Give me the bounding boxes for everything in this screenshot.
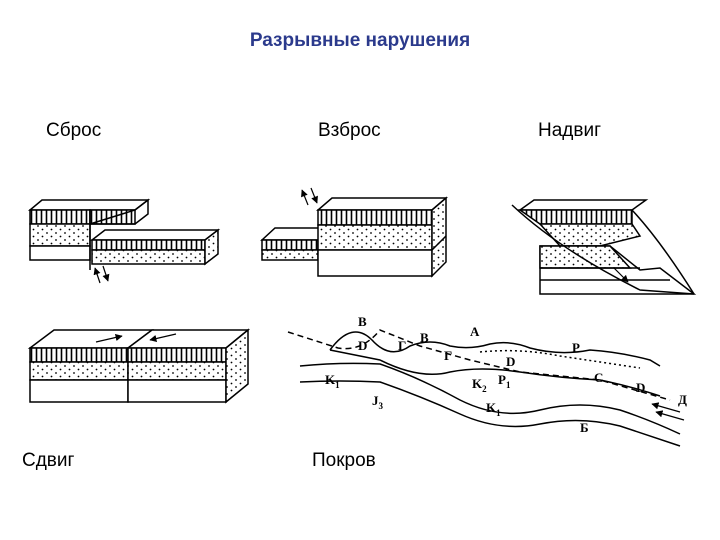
label-sbros: Сброс (46, 120, 102, 141)
diagram-nadvig (511, 199, 697, 295)
letter-d3: D (636, 380, 645, 395)
diagram-vzbros (260, 187, 449, 278)
diagram-sbros (27, 198, 221, 284)
letter-p1: P1 (498, 372, 511, 390)
letter-k1b: K1 (486, 400, 501, 418)
letter-k1a: K1 (325, 372, 340, 390)
pokrov-labels: В D Г В Г А D Р K1 K2 P1 С D J3 K1 Д Б (325, 314, 687, 435)
letter-p: Р (572, 340, 580, 355)
diagram-sdvig (27, 328, 251, 404)
label-sdvig: Сдвиг (22, 450, 75, 471)
label-pokrov: Покров (312, 450, 376, 471)
letter-d2: D (506, 354, 515, 369)
diagram-pokrov (287, 329, 685, 447)
letter-g2: Г (444, 348, 452, 363)
label-nadvig: Надвиг (538, 120, 602, 141)
letter-a: А (470, 324, 480, 339)
letter-b: Б (580, 420, 589, 435)
page-title: Разрывные нарушения (249, 30, 471, 51)
letter-c: С (594, 370, 603, 385)
letter-k2: K2 (472, 376, 487, 394)
letter-dd: Д (678, 392, 687, 407)
letter-v2: В (420, 330, 429, 345)
letter-g1: Г (398, 338, 406, 353)
letter-d1: D (358, 338, 367, 353)
label-vzbros: Взброс (318, 120, 381, 141)
letter-j3: J3 (372, 393, 384, 411)
letter-v1: В (358, 314, 367, 329)
